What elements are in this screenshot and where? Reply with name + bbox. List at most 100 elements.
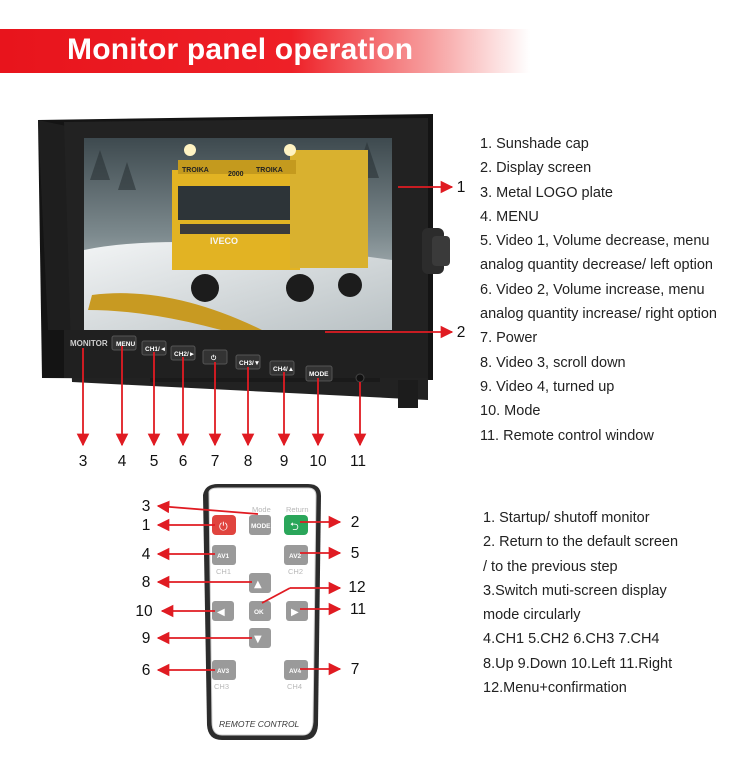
callout-10: 10 <box>309 453 327 470</box>
list-item: / to the previous step <box>483 558 618 575</box>
list-item: analog quantity decrease/ left option <box>480 257 713 274</box>
title-banner <box>0 29 530 73</box>
monitor-parts-list: 1. Sunshade cap 2. Display screen 3. Met… <box>480 132 717 448</box>
remote-mode-button[interactable]: MODE <box>249 515 271 535</box>
svg-text:AV2: AV2 <box>289 553 302 560</box>
remote-av4-button[interactable]: AV4 <box>284 660 308 680</box>
remote-av1-button[interactable]: AV1 <box>212 545 236 565</box>
remote-ch2-label: CH2 <box>288 567 303 576</box>
list-item: 3. Metal LOGO plate <box>480 184 613 201</box>
svg-text:AV1: AV1 <box>217 553 230 560</box>
svg-text:⮌: ⮌ <box>290 520 299 533</box>
remote-label-return: Return <box>286 505 309 514</box>
svg-text:⏻: ⏻ <box>219 520 228 533</box>
svg-text:CH1/◄: CH1/◄ <box>145 346 166 353</box>
callout-1: 1 <box>456 179 466 196</box>
list-item: 5. Video 1, Volume decrease, menu <box>480 233 710 250</box>
page-title: Monitor panel operation <box>67 33 414 66</box>
remote-callout-2: 2 <box>350 514 360 531</box>
remote-callout-11: 11 <box>349 601 367 618</box>
list-item: 11. Remote control window <box>480 427 654 444</box>
remote-ch1-label: CH1 <box>216 567 231 576</box>
svg-text:AV3: AV3 <box>217 668 230 675</box>
svg-text:AV4: AV4 <box>289 668 302 675</box>
remote-return-button[interactable]: ⮌ <box>284 515 308 535</box>
list-item: 1. Sunshade cap <box>480 136 589 152</box>
list-item: 9. Video 4, turned up <box>480 378 615 395</box>
truck-text-center: 2000 <box>228 171 244 178</box>
list-item: 8.Up 9.Down 10.Left 11.Right <box>483 655 673 672</box>
list-item: 2. Return to the default screen <box>483 534 679 551</box>
remote-callout-8: 8 <box>141 574 151 591</box>
svg-text:▲: ▲ <box>254 579 262 590</box>
list-item: 7. Power <box>480 330 538 347</box>
button-panel: MONITOR MENU CH1/◄ CH2/► ⏻ CH3/▼ CH4/▲ M… <box>64 330 428 383</box>
list-item: 10. Mode <box>480 403 541 420</box>
callout-8: 8 <box>243 453 253 470</box>
remote-control: Mode Return ⏻ MODE ⮌ AV1 CH1 AV2 CH2 ▲ ◀… <box>203 484 321 740</box>
remote-callout-7: 7 <box>350 661 360 678</box>
svg-text:CH2/►: CH2/► <box>174 351 195 358</box>
remote-left-button[interactable]: ◀ <box>212 601 234 621</box>
callout-6: 6 <box>178 453 188 470</box>
truck-grille-text: IVECO <box>210 236 238 246</box>
list-item: 1. Startup/ shutoff monitor <box>483 510 650 526</box>
list-item: 3.Switch muti-screen display <box>483 582 667 599</box>
list-item: 8. Video 3, scroll down <box>480 354 626 371</box>
remote-av3-button[interactable]: AV3 <box>212 660 236 680</box>
remote-callout-arrows <box>156 500 342 677</box>
remote-callout-3: 3 <box>141 498 151 515</box>
remote-down-button[interactable]: ▼ <box>249 628 271 648</box>
callout-4: 4 <box>117 453 127 470</box>
remote-ch3-label: CH3 <box>214 682 229 691</box>
remote-ch4-label: CH4 <box>287 682 302 691</box>
remote-av2-button[interactable]: AV2 <box>284 545 308 565</box>
svg-text:MODE: MODE <box>309 371 329 378</box>
callout-9: 9 <box>279 453 289 470</box>
callout-7: 7 <box>210 453 220 470</box>
display-screen: TROIKA 2000 TROIKA IVECO <box>84 138 392 340</box>
remote-label-mode: Mode <box>252 505 271 514</box>
svg-text:CH3/▼: CH3/▼ <box>239 360 260 367</box>
panel-button-ch4[interactable]: CH4/▲ <box>269 360 295 376</box>
remote-right-button[interactable]: ▶ <box>286 601 308 621</box>
remote-ok-button[interactable]: OK <box>249 601 271 621</box>
callout-11: 11 <box>349 453 367 470</box>
remote-up-button[interactable]: ▲ <box>249 573 271 593</box>
list-item: 4.CH1 5.CH2 6.CH3 7.CH4 <box>483 631 660 648</box>
panel-button-mode[interactable]: MODE <box>305 365 333 382</box>
remote-callout-12: 12 <box>348 579 366 596</box>
remote-callout-10: 10 <box>135 603 153 620</box>
mount-knob <box>422 228 450 274</box>
remote-window <box>355 373 365 383</box>
remote-power-button[interactable]: ⏻ <box>212 515 236 535</box>
svg-text:OK: OK <box>254 609 264 616</box>
list-item: mode circularly <box>483 607 581 624</box>
panel-button-menu[interactable]: MENU <box>111 335 137 351</box>
truck-text-left: TROIKA <box>182 167 209 174</box>
remote-callout-6: 6 <box>141 662 151 679</box>
svg-text:◀: ◀ <box>217 607 225 618</box>
list-item: 12.Menu+confirmation <box>483 680 627 697</box>
svg-text:MENU: MENU <box>116 341 135 348</box>
remote-footer-label: REMOTE CONTROL <box>219 719 300 729</box>
remote-callout-9: 9 <box>141 630 151 647</box>
remote-callout-4: 4 <box>141 546 151 563</box>
list-item: 6. Video 2, Volume increase, menu <box>480 281 705 298</box>
callout-3: 3 <box>78 453 88 470</box>
monitor-logo-plate: MONITOR <box>70 339 108 348</box>
callout-2: 2 <box>456 324 466 341</box>
svg-text:MODE: MODE <box>251 523 271 530</box>
svg-text:CH4/▲: CH4/▲ <box>273 366 294 373</box>
monitor-callout-arrows <box>76 180 454 447</box>
svg-text:⏻: ⏻ <box>211 354 217 362</box>
svg-text:▶: ▶ <box>291 607 299 618</box>
panel-button-ch3[interactable]: CH3/▼ <box>235 354 261 370</box>
list-item: analog quantity increase/ right option <box>480 306 717 323</box>
remote-functions-list: 1. Startup/ shutoff monitor 2. Return to… <box>483 506 678 700</box>
panel-button-power[interactable]: ⏻ <box>202 349 228 365</box>
callout-5: 5 <box>149 453 159 470</box>
truck-text-right: TROIKA <box>256 167 283 174</box>
list-item: 4. MENU <box>480 208 539 225</box>
